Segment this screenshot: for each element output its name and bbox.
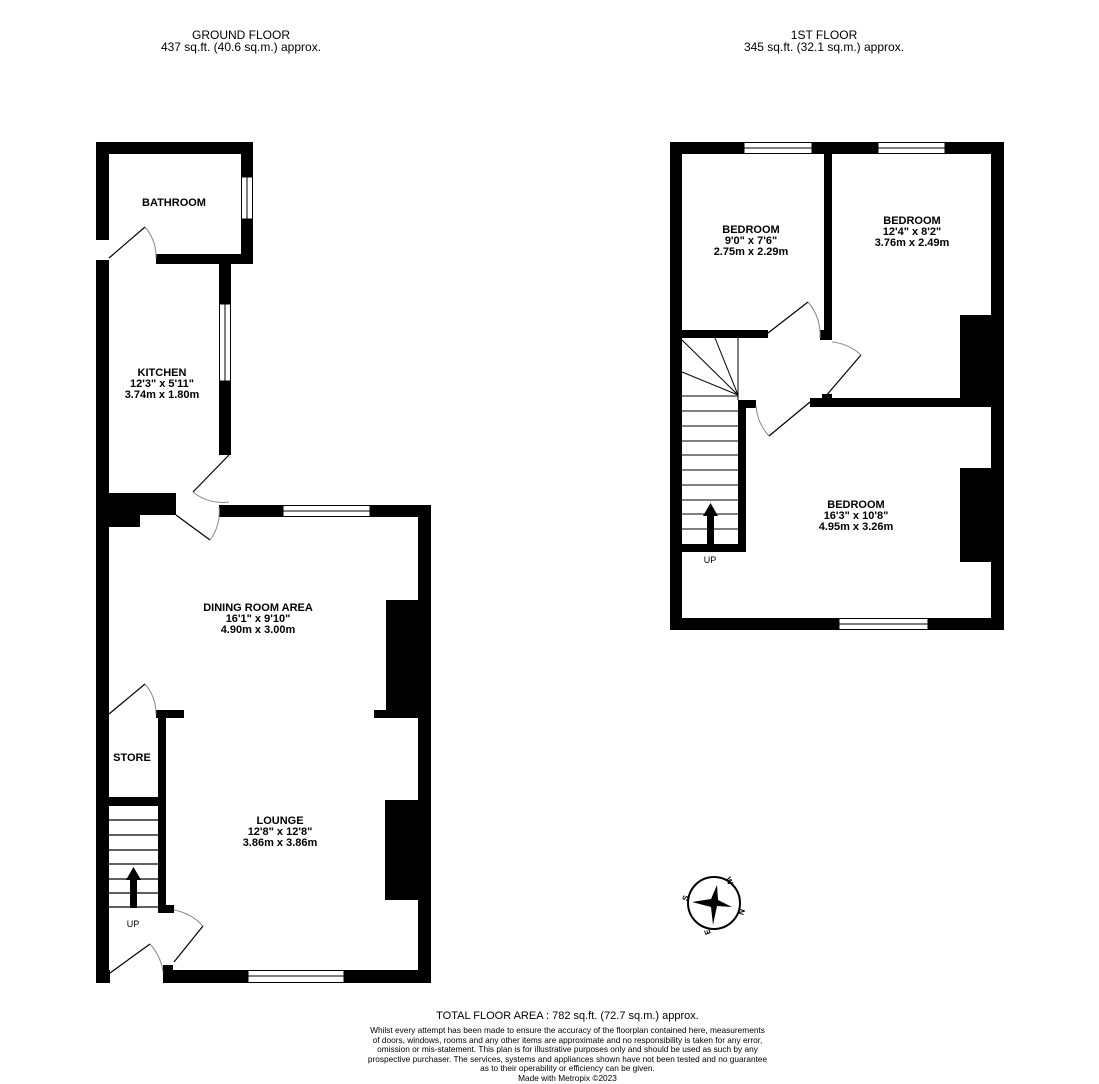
first-floor-header: 1ST FLOOR 345 sq.ft. (32.1 sq.m.) approx…	[724, 29, 924, 53]
room-dims-imperial: 12'3" x 5'11"	[130, 378, 194, 390]
room-label-bedroom-1: BEDROOM 9'0" x 7'6" 2.75m x 2.29m	[714, 225, 789, 258]
first-floor-area: 345 sq.ft. (32.1 sq.m.) approx.	[743, 40, 905, 54]
room-label-bedroom-3: BEDROOM 16'3" x 10'8" 4.95m x 3.26m	[819, 500, 894, 533]
svg-text:S: S	[681, 893, 692, 902]
disclaimer-line: as to their operability or efficiency ca…	[480, 1063, 655, 1074]
room-dims-imperial: 16'1" x 9'10"	[225, 613, 291, 625]
room-name: BEDROOM	[883, 215, 941, 227]
compass-icon: W N E S	[681, 876, 747, 936]
disclaimer-line: Whilst every attempt has been made to en…	[370, 1025, 765, 1035]
room-label-store: STORE	[113, 753, 151, 764]
room-name: BEDROOM	[722, 224, 780, 236]
disclaimer: Whilst every attempt has been made to en…	[300, 1025, 835, 1074]
ground-floor-doors	[108, 226, 230, 974]
room-label-bedroom-2: BEDROOM 12'4" x 8'2" 3.76m x 2.49m	[875, 216, 950, 249]
room-dims-metric: 4.90m x 3.00m	[220, 624, 296, 636]
room-label-dining-room: DINING ROOM AREA 16'1" x 9'10" 4.90m x 3…	[203, 603, 313, 636]
svg-text:N: N	[736, 908, 747, 917]
svg-text:E: E	[702, 927, 713, 936]
room-dims-metric: 2.75m x 2.29m	[713, 246, 789, 258]
first-floor-stairs-up-label: UP	[703, 555, 717, 565]
first-floor-stairs	[681, 337, 739, 530]
first-floor-doors	[755, 301, 862, 437]
ground-floor-stairs-up-label: UP	[126, 919, 140, 929]
room-dims-metric: 3.76m x 2.49m	[874, 237, 950, 249]
disclaimer-line: prospective purchaser. The services, sys…	[367, 1053, 768, 1064]
total-floor-area: TOTAL FLOOR AREA : 782 sq.ft. (72.7 sq.m…	[436, 1010, 699, 1022]
first-floor-stairs-arrow	[703, 503, 718, 544]
svg-text:W: W	[724, 876, 736, 887]
room-name: BEDROOM	[827, 499, 885, 511]
room-dims-metric: 3.86m x 3.86m	[242, 837, 318, 849]
room-label-bathroom: BATHROOM	[142, 198, 206, 209]
disclaimer-line: of doors, windows, rooms and any other i…	[372, 1034, 763, 1045]
room-label-kitchen: KITCHEN 12'3" x 5'11" 3.74m x 1.80m	[125, 368, 200, 401]
room-dims-imperial: 16'3" x 10'8"	[823, 510, 889, 522]
room-name: KITCHEN	[137, 367, 187, 379]
room-dims-imperial: 12'4" x 8'2"	[882, 226, 942, 238]
footer: TOTAL FLOOR AREA : 782 sq.ft. (72.7 sq.m…	[300, 1010, 835, 1084]
room-name: DINING ROOM AREA	[203, 602, 313, 614]
room-dims-metric: 4.95m x 3.26m	[818, 521, 894, 533]
first-floor-windows	[743, 142, 946, 630]
ground-floor-plan	[96, 142, 431, 983]
ground-floor-area: 437 sq.ft. (40.6 sq.m.) approx.	[160, 40, 322, 54]
room-dims-metric: 3.74m x 1.80m	[124, 389, 200, 401]
disclaimer-line: omission or mis-statement. This plan is …	[377, 1044, 758, 1055]
room-name: STORE	[113, 752, 151, 764]
made-with-credit: Made with Metropix ©2023	[518, 1072, 617, 1083]
room-dims-imperial: 12'8" x 12'8"	[247, 826, 313, 838]
first-floor-title: 1ST FLOOR	[790, 28, 858, 42]
room-name: BATHROOM	[142, 197, 206, 209]
ground-floor-stairs-arrow	[126, 867, 141, 908]
ground-floor-windows	[219, 176, 371, 983]
room-name: LOUNGE	[256, 815, 304, 827]
ground-floor-header: GROUND FLOOR 437 sq.ft. (40.6 sq.m.) app…	[141, 29, 341, 53]
first-floor-plan	[670, 142, 1004, 630]
room-dims-imperial: 9'0" x 7'6"	[724, 235, 778, 247]
room-label-lounge: LOUNGE 12'8" x 12'8" 3.86m x 3.86m	[243, 816, 318, 849]
ground-floor-title: GROUND FLOOR	[191, 28, 290, 42]
